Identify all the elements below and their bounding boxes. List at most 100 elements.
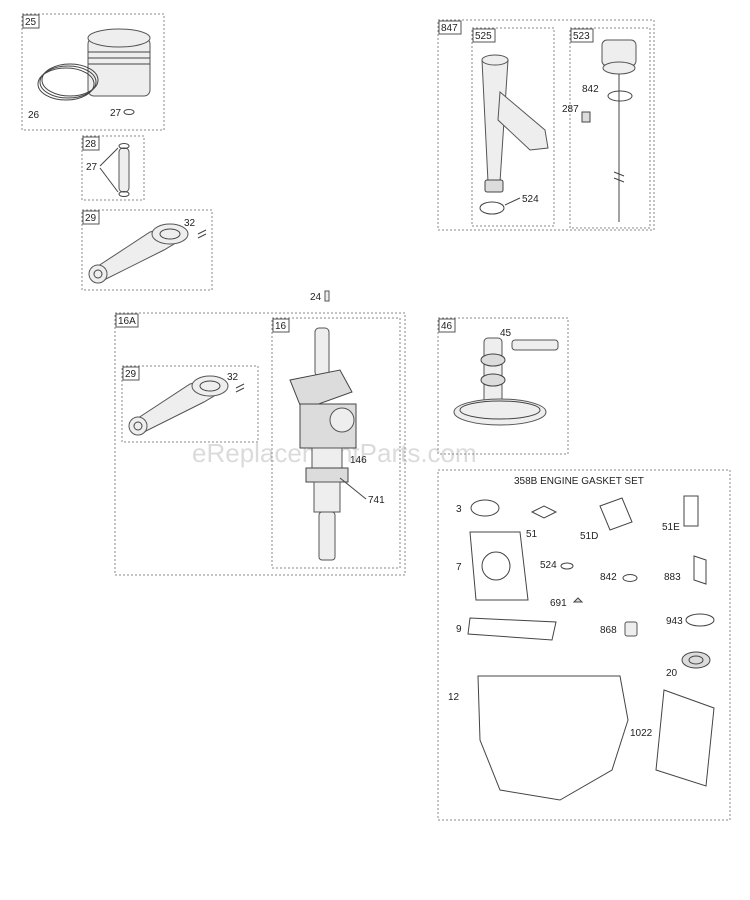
group-25-tag [22, 14, 40, 29]
group-29-tag-label: 29 [85, 213, 97, 224]
group-46: 46 45 [437, 317, 569, 455]
part-label-1022: 1022 [630, 728, 653, 739]
group-16-tag-label: 16 [275, 321, 287, 332]
group-16a-29-box [121, 365, 259, 443]
part-label-287: 287 [562, 104, 579, 115]
dipstick-icon [601, 39, 637, 222]
part-label-27: 27 [110, 108, 122, 119]
gasket-883-icon [693, 555, 707, 585]
group-46-tag [438, 318, 456, 333]
part-label-868: 868 [600, 625, 617, 636]
group-16a-box [114, 312, 406, 576]
part-label-842: 842 [582, 84, 599, 95]
part-label-12: 12 [448, 692, 460, 703]
group-847-box [437, 19, 655, 231]
group-25-tag-label: 25 [25, 17, 37, 28]
group-28: 28 27 [81, 135, 145, 201]
gasket-set-title: 358B ENGINE GASKET SET [514, 476, 644, 487]
gasket-1022-icon [655, 689, 715, 787]
group-28-tag-label: 28 [85, 139, 97, 150]
clip-top-icon [118, 143, 130, 149]
key-icon [324, 290, 330, 302]
group-28-tag [82, 136, 100, 151]
tube-screw-icon [581, 111, 591, 123]
o-ring-943-icon [685, 613, 715, 627]
part-label-51e: 51E [662, 522, 680, 533]
part-label-943: 943 [666, 616, 683, 627]
part-24: 24 [310, 290, 330, 303]
dipstick-tube-icon [481, 54, 549, 193]
oil-seal-20-icon [681, 651, 711, 669]
group-525-tag-label: 525 [475, 31, 492, 42]
rod-bolts-icon [197, 229, 207, 239]
group-523-tag-label: 523 [573, 31, 590, 42]
group-29: 29 32 [81, 209, 213, 291]
part-label-146: 146 [350, 455, 367, 466]
part-label-524: 524 [522, 194, 539, 205]
retainer-clip-icon [123, 109, 135, 115]
group-525-tag [472, 28, 496, 43]
rod-bolts-icon-2 [235, 383, 245, 393]
piston-icon [87, 28, 151, 97]
group-29-box [81, 209, 213, 291]
o-ring-icon [479, 201, 505, 215]
group-847: 847 525 524 523 842 287 [437, 19, 655, 231]
gasket-51e-icon [683, 495, 699, 527]
part-label-883: 883 [664, 572, 681, 583]
connecting-rod-icon [88, 223, 189, 284]
group-25-box [21, 13, 165, 131]
o-ring-524-icon [560, 562, 574, 570]
group-16a-29-tag [122, 366, 140, 381]
group-525-box [471, 27, 555, 227]
gasket-51-icon [530, 505, 558, 519]
connecting-rod-icon-2 [128, 375, 229, 436]
part-label-842b: 842 [600, 572, 617, 583]
group-847-tag-label: 847 [441, 23, 458, 34]
group-16a-tag [115, 313, 139, 328]
compression-release-icon [511, 339, 559, 351]
group-25: 25 26 27 [21, 13, 165, 131]
group-523-tag [570, 28, 594, 43]
breather-868-icon [624, 621, 638, 637]
crankshaft-icon [289, 327, 357, 561]
group-29-tag [82, 210, 100, 225]
part-691-icon [572, 597, 584, 603]
group-16a-tag-label: 16A [118, 316, 136, 327]
seal-842-icon [622, 574, 638, 582]
part-label-27b: 27 [86, 162, 98, 173]
part-label-32b: 32 [227, 372, 239, 383]
group-523-box [569, 27, 651, 229]
camshaft-icon [453, 337, 547, 426]
dipstick-seal-icon [607, 90, 633, 102]
group-28-box [81, 135, 145, 201]
part-label-3: 3 [456, 504, 462, 515]
part-label-20: 20 [666, 668, 678, 679]
wrist-pin-icon [118, 147, 130, 193]
part-label-7: 7 [456, 562, 462, 573]
group-16-tag [272, 318, 290, 333]
part-label-741: 741 [368, 495, 385, 506]
part-label-26: 26 [28, 110, 40, 121]
part-label-24: 24 [310, 292, 322, 303]
oil-seal-icon [470, 499, 500, 517]
group-16-box [271, 317, 401, 569]
head-gasket-icon [469, 531, 529, 601]
part-label-32: 32 [184, 218, 196, 229]
part-label-51: 51 [526, 529, 538, 540]
part-label-691: 691 [550, 598, 567, 609]
group-46-tag-label: 46 [441, 321, 453, 332]
group-16a-29-tag-label: 29 [125, 369, 137, 380]
part-label-51d: 51D [580, 531, 598, 542]
group-358b-box [437, 469, 731, 821]
gasket-51d-icon [599, 497, 633, 531]
piston-rings-icon [37, 63, 99, 101]
clip-bottom-icon [118, 191, 130, 197]
sump-gasket-icon [477, 675, 629, 801]
gasket-9-icon [467, 617, 557, 641]
group-46-box [437, 317, 569, 455]
group-16a: 16A 29 32 16 146 741 [114, 312, 406, 576]
part-label-524b: 524 [540, 560, 557, 571]
group-358b-gasket-set: 358B ENGINE GASKET SET 3 51 51D 51E 7 52… [437, 469, 731, 821]
part-label-45: 45 [500, 328, 512, 339]
